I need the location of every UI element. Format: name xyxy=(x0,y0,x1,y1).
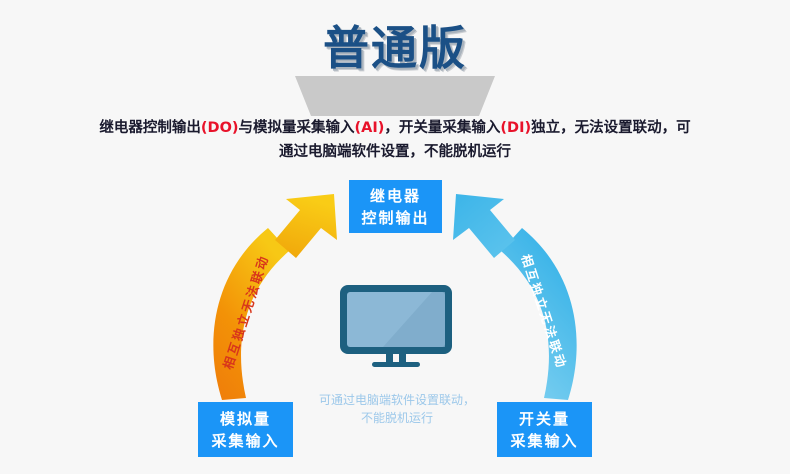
desc-tag-do: (DO) xyxy=(200,120,239,136)
node-analog-input[interactable]: 模拟量 采集输入 xyxy=(198,402,293,457)
center-caption: 可通过电脑端软件设置联动， 不能脱机运行 xyxy=(297,391,497,427)
desc-segment-4: 独立，无法设置联动，可 xyxy=(531,120,691,136)
node-digital-line-2: 采集输入 xyxy=(510,431,579,450)
node-analog-line-2: 采集输入 xyxy=(211,431,280,450)
desc-segment-1: 继电器控制输出 xyxy=(99,120,201,136)
page-title: 普通版 xyxy=(323,21,467,75)
description-text: 继电器控制输出(DO)与模拟量采集输入(AI)，开关量采集输入(DI)独立，无法… xyxy=(88,116,702,164)
node-digital-line-1: 开关量 xyxy=(518,409,570,428)
right-arrow-label: 相互独立无法联动 xyxy=(518,252,570,372)
node-relay-control-output[interactable]: 继电器 控制输出 xyxy=(349,180,442,233)
title-banner: 普通版 xyxy=(0,18,790,116)
computer-monitor-icon xyxy=(340,285,452,367)
center-caption-line-1: 可通过电脑端软件设置联动， xyxy=(318,393,475,407)
left-arrow-label: 相互独立无法联动 xyxy=(220,252,272,372)
desc-tag-di: (DI) xyxy=(500,120,532,136)
node-relay-line-1: 继电器 xyxy=(369,186,421,205)
desc-segment-3: ，开关量采集输入 xyxy=(384,120,501,136)
node-relay-line-2: 控制输出 xyxy=(361,208,430,227)
node-digital-input[interactable]: 开关量 采集输入 xyxy=(497,402,592,457)
desc-line-2: 通过电脑端软件设置，不能脱机运行 xyxy=(279,144,511,160)
node-analog-line-1: 模拟量 xyxy=(219,409,271,428)
desc-tag-ai: (AI) xyxy=(354,120,385,136)
desc-segment-2: 与模拟量采集输入 xyxy=(238,120,355,136)
center-caption-line-2: 不能脱机运行 xyxy=(360,411,433,425)
banner-trapezoid-shape xyxy=(295,76,495,116)
